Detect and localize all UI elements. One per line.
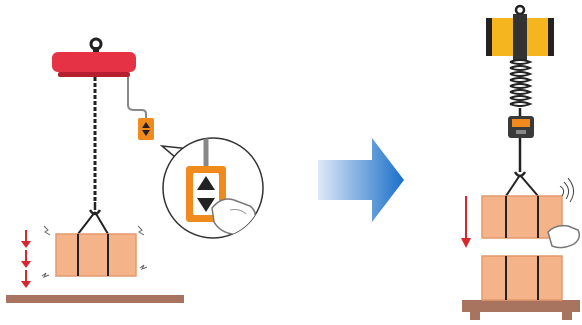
pendant-control [138, 118, 154, 140]
motion-down-arrow-icon [21, 270, 31, 288]
right-pallet-foot-left [470, 312, 480, 320]
zoom-pendant-panel [193, 173, 219, 215]
load-indicator-button [516, 130, 526, 134]
left-motion-arrows [21, 230, 31, 288]
guiding-hand-icon [547, 224, 581, 249]
left-floor [6, 295, 184, 303]
right-stacked-box [481, 255, 563, 301]
motion-sound-marks-icon [559, 177, 574, 203]
process-arrow-icon [318, 138, 404, 222]
hoist-top-mount [93, 47, 99, 53]
left-sling-right [94, 211, 109, 235]
balancer-hook-icon [513, 168, 527, 178]
motion-down-arrow-icon [21, 250, 31, 268]
right-scene-balancer [461, 4, 581, 320]
pendant-up-down-icon [142, 122, 150, 136]
transition-arrow [318, 138, 404, 222]
left-scene-chain-hoist [6, 37, 264, 303]
zoom-up-down-buttons-icon [197, 176, 215, 212]
pendant-zoom-callout [159, 137, 264, 239]
shake-mark-icon [43, 225, 51, 236]
motion-down-arrow-icon [21, 230, 31, 248]
shake-mark-icon [41, 272, 50, 278]
hoist-body [52, 52, 136, 72]
balancer-spring-icon [509, 59, 533, 107]
right-pallet-foot-right [562, 312, 572, 320]
left-load-shake-marks [41, 225, 148, 278]
left-load-box [55, 233, 137, 277]
hoist-hook-icon [88, 202, 102, 216]
balancer-top-hook-icon [514, 4, 526, 16]
shake-mark-icon [139, 264, 148, 270]
right-sling-right [519, 174, 539, 197]
hand-finger-line [229, 209, 247, 215]
balancer-drum-edge-left [486, 18, 492, 56]
load-indicator-display [512, 119, 530, 127]
right-pallet-top [462, 300, 580, 312]
balancer-center-frame [513, 14, 527, 60]
shake-mark-icon [137, 225, 145, 236]
left-sling-left [77, 211, 96, 235]
right-motion-down-arrow-icon [461, 196, 471, 248]
right-sling-left [505, 174, 521, 197]
balancer-drum-edge-right [548, 18, 554, 56]
pendant-cable [127, 77, 147, 118]
hoist-body-base [58, 72, 130, 77]
